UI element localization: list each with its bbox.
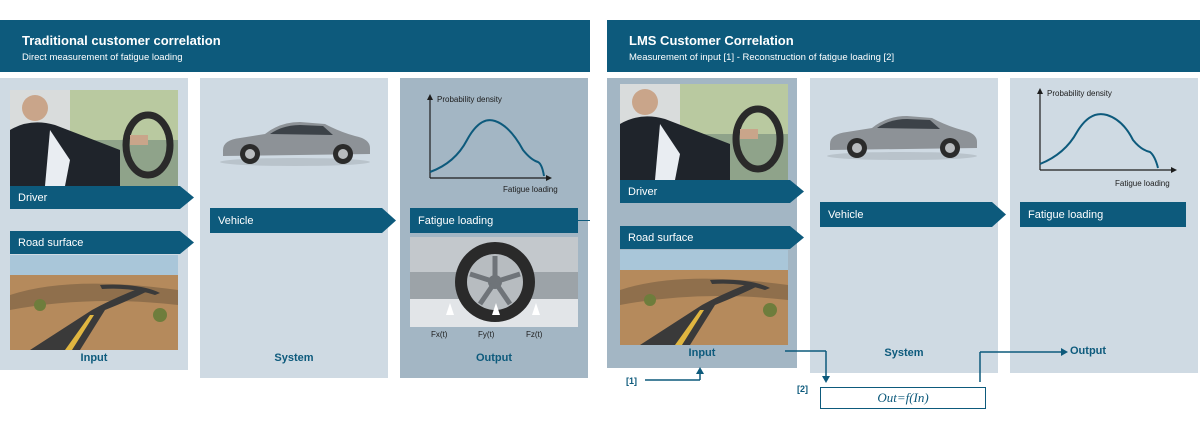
left-driver-label: Driver <box>18 191 48 204</box>
left-input-label: Input <box>80 352 108 364</box>
left-chart-x-arrow <box>546 175 552 181</box>
left-road-arrow: Road surface <box>10 231 194 254</box>
right-driver-label: Driver <box>628 185 658 198</box>
right-driver-arrow: Driver <box>620 180 804 203</box>
left-road-label: Road surface <box>18 236 84 249</box>
left-subtitle: Direct measurement of fatigue loading <box>22 52 183 63</box>
left-fatigue-label: Fatigue loading <box>418 214 494 227</box>
wheel-photo <box>410 237 578 327</box>
left-driver-arrow: Driver <box>10 186 194 209</box>
marker-1: [1] <box>626 376 637 386</box>
marker-2: [2] <box>797 384 808 394</box>
left-vehicle-arrow: Vehicle <box>210 208 396 233</box>
right-subtitle: Measurement of input [1] - Reconstructio… <box>629 52 895 63</box>
driver-photo <box>10 90 178 186</box>
right-chart-y-arrow <box>1037 88 1043 94</box>
left-system-label: System <box>274 352 314 364</box>
right-road-label: Road surface <box>628 231 694 244</box>
input-to-formula-arrowhead <box>822 376 830 383</box>
left-output-label: Output <box>475 352 513 364</box>
right-fatigue-box: Fatigue loading <box>1020 202 1186 227</box>
formula-to-output-arrowhead <box>1061 348 1068 356</box>
formula-text: Out=f(In) <box>877 390 929 405</box>
right-system-label: System <box>884 347 924 359</box>
right-chart-xlabel: Fatigue loading <box>1115 179 1170 188</box>
right-vehicle-label: Vehicle <box>828 208 864 221</box>
left-car-image <box>220 122 370 166</box>
left-chart-ylabel: Probability density <box>437 95 502 104</box>
right-chart-ylabel: Probability density <box>1047 89 1112 98</box>
right-flow-connectors <box>645 348 1068 383</box>
left-chart-xlabel: Fatigue loading <box>503 185 558 194</box>
left-chart-y-arrow <box>427 94 433 100</box>
left-fatigue-box: Fatigue loading <box>410 208 578 233</box>
right-road-arrow: Road surface <box>620 226 804 249</box>
right-density-chart: Probability density Fatigue loading <box>1037 88 1177 188</box>
right-chart-x-arrow <box>1171 167 1177 173</box>
right-driver-photo <box>620 84 788 180</box>
right-title: LMS Customer Correlation <box>629 33 794 48</box>
right-car-image <box>827 116 977 160</box>
road-photo <box>10 255 178 350</box>
left-vehicle-label: Vehicle <box>218 214 254 227</box>
left-header: Traditional customer correlation Direct … <box>0 20 590 72</box>
right-road-photo <box>620 250 788 345</box>
right-density-curve <box>1039 113 1159 169</box>
right-output-label: Output <box>1070 345 1107 357</box>
right-vehicle-arrow: Vehicle <box>820 202 1006 227</box>
force-label-fx: Fx(t) <box>431 330 448 339</box>
right-header: LMS Customer Correlation Measurement of … <box>607 20 1200 72</box>
right-fatigue-label: Fatigue loading <box>1028 208 1104 221</box>
left-density-chart: Probability density Fatigue loading <box>427 94 558 194</box>
left-density-curve <box>429 119 545 177</box>
force-label-fy: Fy(t) <box>478 330 495 339</box>
force-label-fz: Fz(t) <box>526 330 543 339</box>
marker1-arrowhead <box>696 367 704 374</box>
left-connector-line <box>578 220 590 221</box>
formula-box: Out=f(In) <box>820 387 986 409</box>
left-title: Traditional customer correlation <box>22 33 221 48</box>
right-input-label: Input <box>688 347 716 359</box>
